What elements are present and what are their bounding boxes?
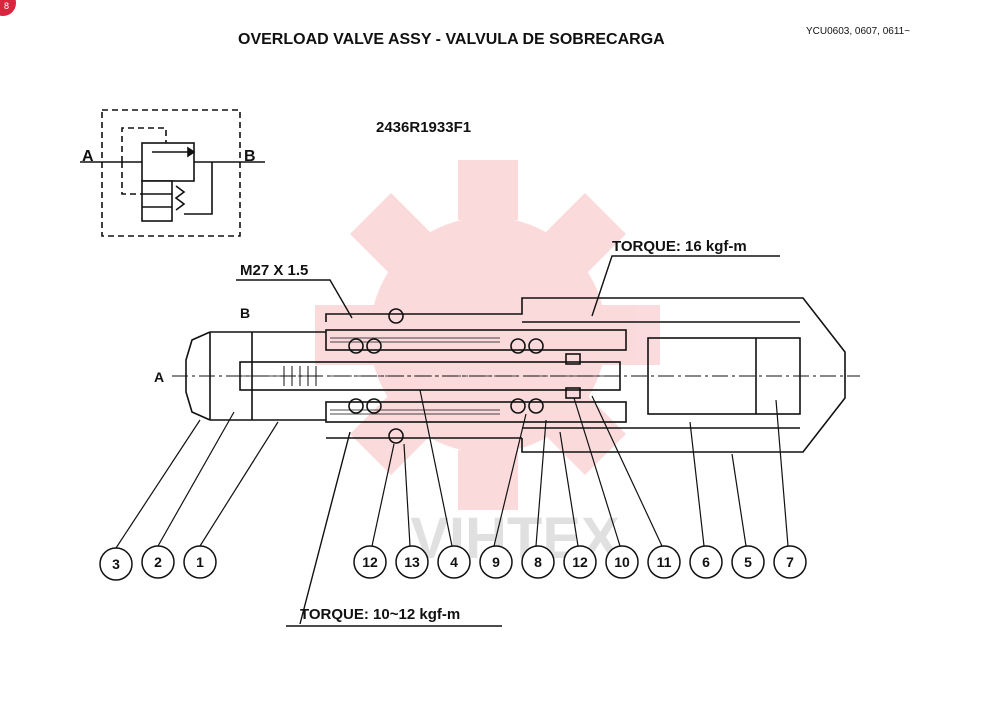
svg-text:7: 7 <box>786 554 794 570</box>
section-port-a: A <box>154 369 164 385</box>
model-codes: YCU0603, 0607, 0611~ <box>806 26 911 37</box>
svg-text:12: 12 <box>572 554 588 570</box>
callout-12a: 12 <box>353 545 387 579</box>
callout-1: 1 <box>183 545 217 579</box>
page-title: OVERLOAD VALVE ASSY - VALVULA DE SOBRECA… <box>238 31 665 48</box>
symbol-port-b: B <box>244 148 256 165</box>
callout-7: 7 <box>773 545 807 579</box>
svg-text:10: 10 <box>614 554 630 570</box>
svg-text:5: 5 <box>744 554 752 570</box>
callout-4: 4 <box>437 545 471 579</box>
callout-9: 9 <box>479 545 513 579</box>
torque-top-label: TORQUE: 16 kgf-m <box>612 238 747 255</box>
callout-11: 11 <box>647 545 681 579</box>
svg-text:4: 4 <box>450 554 458 570</box>
svg-text:2: 2 <box>154 554 162 570</box>
svg-text:13: 13 <box>404 554 420 570</box>
valve-section <box>172 297 860 453</box>
callout-12b: 12 <box>563 545 597 579</box>
part-number: 2436R1933F1 <box>376 119 472 136</box>
section-port-b: B <box>240 305 250 321</box>
hydraulic-symbol <box>80 109 265 237</box>
svg-text:6: 6 <box>702 554 710 570</box>
callout-13: 13 <box>395 545 429 579</box>
callout-2: 2 <box>141 545 175 579</box>
thread-label: M27 X 1.5 <box>240 262 309 279</box>
svg-text:11: 11 <box>657 554 672 570</box>
svg-text:12: 12 <box>362 554 378 570</box>
svg-text:1: 1 <box>196 554 204 570</box>
svg-text:3: 3 <box>112 556 120 572</box>
callout-8: 8 <box>521 545 555 579</box>
svg-text:9: 9 <box>492 554 500 570</box>
page-badge: 8 <box>0 0 16 16</box>
callout-6: 6 <box>689 545 723 579</box>
label-leaders <box>236 255 780 627</box>
watermark-gear-icon <box>315 160 660 510</box>
callout-10: 10 <box>605 545 639 579</box>
svg-text:8: 8 <box>534 554 542 570</box>
torque-bottom-label: TORQUE: 10~12 kgf-m <box>300 606 461 623</box>
callout-5: 5 <box>731 545 765 579</box>
symbol-port-a: A <box>82 148 94 165</box>
callout-leaders <box>115 389 789 549</box>
callout-3: 3 <box>99 547 133 581</box>
